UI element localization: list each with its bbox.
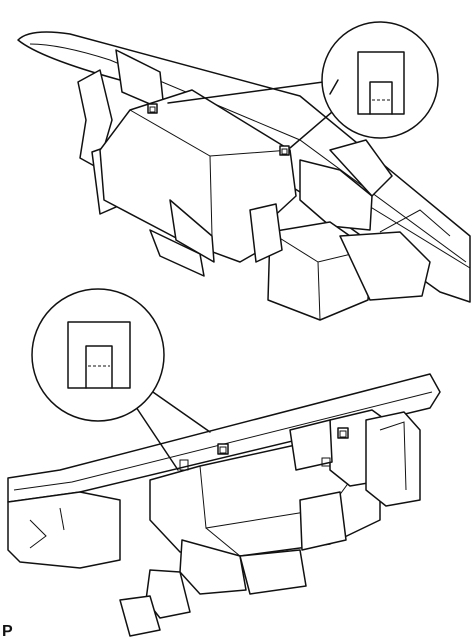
lower-tab-marker-right [337,427,349,439]
lower-callout-circle [31,288,165,422]
figure-code-label: P [2,623,13,640]
lower-right-connector [365,411,421,507]
lower-callout-leader [133,389,211,471]
lower-tab-marker-left [217,443,229,455]
upper-claw-closeup [357,51,405,115]
lower-claw-closeup [67,321,131,389]
upper-callout [167,21,439,149]
upper-tab-marker-right [279,145,290,156]
lower-callout [31,288,211,471]
lower-switch-assembly [7,373,441,637]
upper-tab-marker-left [147,103,158,114]
upper-callout-circle [321,21,439,139]
upper-switch-assembly [17,31,471,321]
